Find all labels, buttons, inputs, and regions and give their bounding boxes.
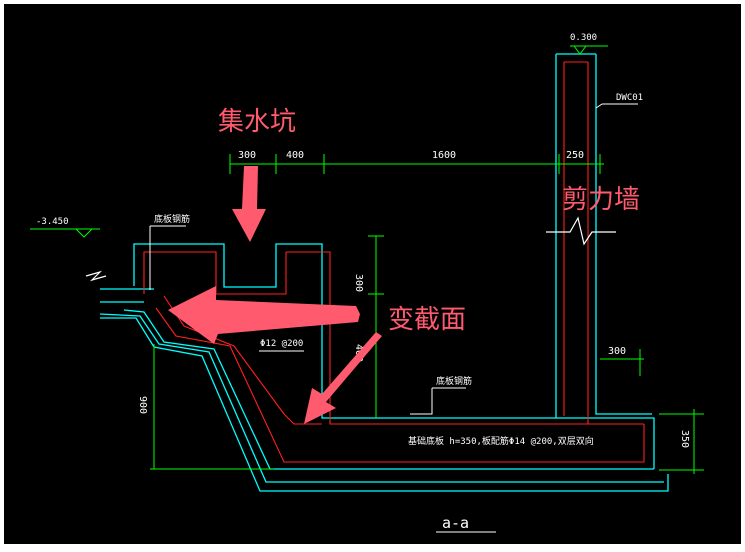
pit-rebar — [143, 251, 287, 295]
rebar — [143, 61, 645, 463]
wall-code-label: DWC01 — [616, 93, 643, 103]
dim-1600: 1600 — [432, 150, 456, 161]
arrow-left-icon — [168, 286, 360, 344]
slab-bottom-outline — [123, 309, 654, 470]
leader-wall-code — [595, 103, 603, 109]
dim-wall-offset: 300 — [608, 346, 626, 357]
dim-300: 300 — [238, 150, 256, 161]
dim-pit-depth: 300 — [353, 274, 364, 292]
slab-note: 基础底板 h=350,板配筋Φ14 @200,双层双向 — [408, 435, 594, 447]
annotation-arrows — [168, 166, 382, 424]
dim-400: 400 — [286, 150, 304, 161]
cad-canvas[interactable]: 0.300 -3.450 DWC01 300 400 1600 250 300 … — [4, 4, 741, 544]
shear-wall-annotation: 剪力墙 — [562, 185, 640, 215]
concrete-outline — [99, 53, 669, 492]
slope-rebar — [163, 295, 322, 425]
leaders — [149, 103, 638, 533]
elevation-top-label: 0.300 — [570, 33, 597, 43]
cad-labels: 0.300 -3.450 DWC01 300 400 1600 250 300 … — [36, 33, 690, 532]
blinding-layer-outline — [100, 317, 669, 492]
slab-top-outline — [133, 243, 556, 419]
break-marks — [85, 216, 616, 282]
sump-pit-annotation: 集水坑 — [218, 107, 296, 137]
pit-rebar-label: Φ12 @200 — [260, 339, 303, 349]
dim-250: 250 — [566, 150, 584, 161]
elevation-marker-left — [75, 228, 93, 238]
break-mark-wall — [546, 216, 616, 246]
dimensions — [30, 45, 704, 474]
leader-bottom-rebar-2 — [410, 388, 433, 415]
section-drawing: 0.300 -3.450 DWC01 300 400 1600 250 300 … — [30, 33, 704, 533]
elevation-marker-top — [573, 45, 587, 55]
blinding-layer-inner — [99, 313, 664, 483]
section-title: a-a — [442, 514, 469, 532]
dim-slab-thickness: 350 — [679, 430, 690, 448]
slab-rebar-top — [286, 251, 644, 425]
annotation-labels: 集水坑 剪力墙 变截面 — [218, 107, 640, 335]
elevation-left-label: -3.450 — [36, 217, 69, 227]
bottom-rebar-label-1: 底板钢筋 — [154, 213, 190, 225]
arrow-down-icon — [232, 166, 266, 242]
variable-section-annotation: 变截面 — [388, 305, 466, 335]
slab-rebar-bottom — [155, 307, 645, 463]
bottom-rebar-label-2: 底板钢筋 — [436, 375, 472, 387]
shear-wall-outline-right — [595, 54, 652, 415]
shear-wall-outline — [555, 54, 655, 469]
break-mark-left — [85, 270, 107, 282]
dim-slope: 900 — [137, 396, 148, 414]
arrow-diagonal-icon — [304, 332, 382, 424]
